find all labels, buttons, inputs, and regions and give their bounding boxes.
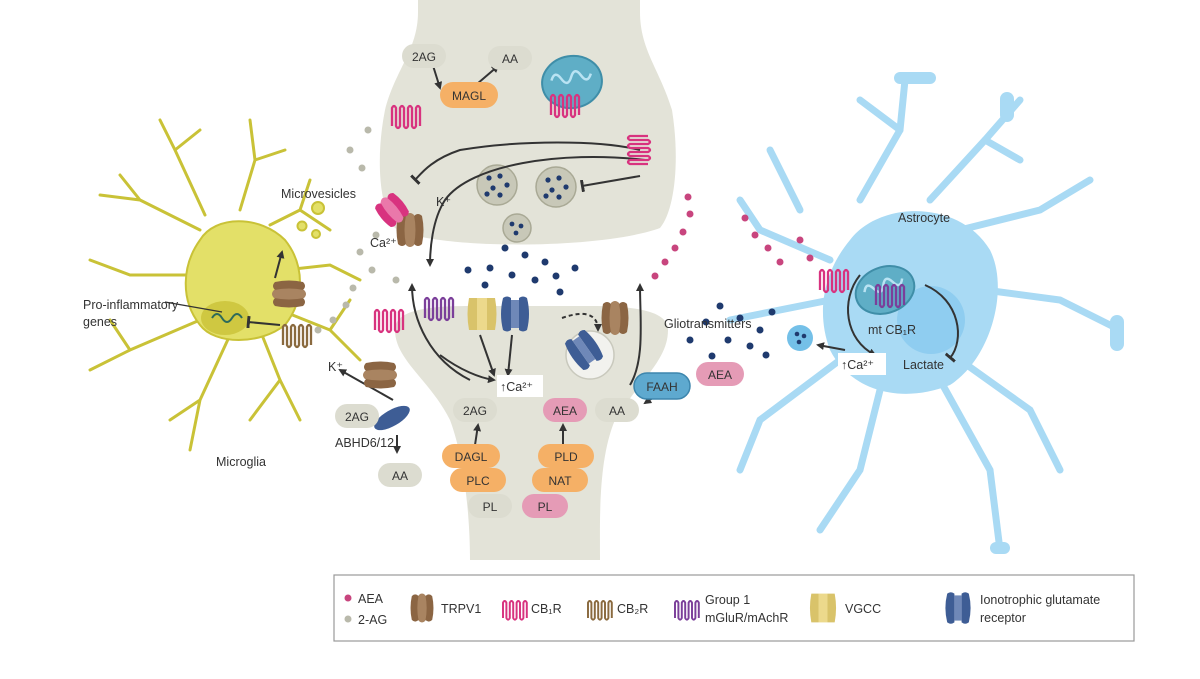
legend-2ag: 2-AG — [358, 613, 387, 627]
calcium-box — [497, 375, 543, 397]
legend-cb2r: CB₂R — [617, 602, 648, 616]
potassium-label: K⁺ — [328, 360, 343, 374]
gene-leader-line — [164, 301, 223, 313]
genes-label: genes — [83, 315, 117, 329]
lactate-label: Lactate — [903, 358, 944, 372]
svg-text:PL: PL — [483, 500, 498, 514]
trpv1-icon — [410, 593, 434, 623]
microvesicle — [311, 201, 325, 215]
glutamate-dots — [464, 244, 776, 360]
svg-text:PL: PL — [538, 500, 553, 514]
pro-inflammatory-label: Pro-inflammatory — [83, 298, 179, 312]
legend-cb1r: CB₁R — [531, 602, 562, 616]
abhd-enzyme-icon — [374, 405, 410, 431]
legend-trpv1: TRPV1 — [441, 602, 481, 616]
microvesicle — [296, 220, 308, 232]
trpv1-icon — [363, 361, 397, 389]
ionotropic-glutamate-receptor-icon — [945, 592, 971, 624]
calcium-box — [838, 353, 886, 375]
presynaptic-terminal — [379, 0, 676, 245]
microvesicle — [311, 229, 321, 239]
gliotransmitters-label: Gliotransmitters — [664, 317, 752, 331]
vesicle-icon — [502, 213, 532, 243]
cb1r-icon — [373, 308, 405, 334]
signal-arrows — [246, 55, 959, 454]
svg-text:PLD: PLD — [554, 450, 578, 464]
svg-text:2AG: 2AG — [345, 410, 369, 424]
svg-text:2AG: 2AG — [412, 50, 436, 64]
vgcc-icon — [809, 593, 837, 623]
legend-vgcc: VGCC — [845, 602, 881, 616]
svg-text:AA: AA — [392, 469, 408, 483]
svg-text:MAGL: MAGL — [452, 89, 486, 103]
molecule-pills: 2AG AA MAGL 2AG DAGL PLC PL AEA PLD NAT … — [335, 44, 744, 518]
abhd-label: ABHD6/12 — [335, 436, 394, 450]
vesicle-icon — [535, 166, 577, 208]
legend-aea: AEA — [358, 592, 384, 606]
gliotransmitter-vesicle — [787, 325, 813, 351]
microvesicles-label: Microvesicles — [281, 187, 356, 201]
trpv1-icon — [272, 280, 306, 308]
ionotropic-glutamate-receptor-icon — [501, 296, 529, 332]
postsynaptic-terminal — [395, 306, 668, 560]
svg-text:NAT: NAT — [548, 474, 572, 488]
dna-icon — [211, 313, 243, 323]
aea-dots — [651, 193, 814, 280]
calcium-label: Ca²⁺ — [370, 236, 397, 250]
astrocyte-label: Astrocyte — [898, 211, 950, 225]
svg-text:DAGL: DAGL — [455, 450, 488, 464]
trpv1-icon — [601, 301, 629, 335]
potassium-label: K⁺ — [436, 195, 451, 209]
mitochondrion-icon — [541, 54, 603, 110]
two-ag-dots — [314, 126, 400, 334]
legend: AEA 2-AG TRPV1 CB₁R CB₂R Group 1 mGluR/m… — [333, 574, 1135, 642]
svg-text:FAAH: FAAH — [646, 380, 677, 394]
microglia-label: Microglia — [216, 455, 266, 469]
svg-text:AA: AA — [609, 404, 625, 418]
svg-text:AA: AA — [502, 52, 518, 66]
svg-text:AEA: AEA — [553, 404, 577, 418]
mt-cb1r-label: mt CB₁R — [868, 323, 916, 337]
calcium-rise-label: ↑Ca²⁺ — [500, 380, 533, 394]
microglia-cell — [88, 118, 362, 452]
svg-text:2AG: 2AG — [463, 404, 487, 418]
legend-group1: Group 1 — [705, 593, 750, 607]
calcium-rise-label: ↑Ca²⁺ — [841, 358, 874, 372]
vgcc-icon — [467, 298, 497, 330]
svg-text:AEA: AEA — [708, 368, 732, 382]
calcium-channel-icon — [375, 193, 409, 227]
microglia-nucleus — [201, 301, 249, 335]
cb2r-icon — [281, 323, 313, 349]
legend-iglu-sub: receptor — [980, 611, 1026, 625]
legend-iglu: Ionotrophic glutamate — [980, 593, 1100, 607]
vesicle-icon — [476, 164, 518, 206]
legend-group1-sub: mGluR/mAchR — [705, 611, 788, 625]
svg-text:PLC: PLC — [466, 474, 490, 488]
